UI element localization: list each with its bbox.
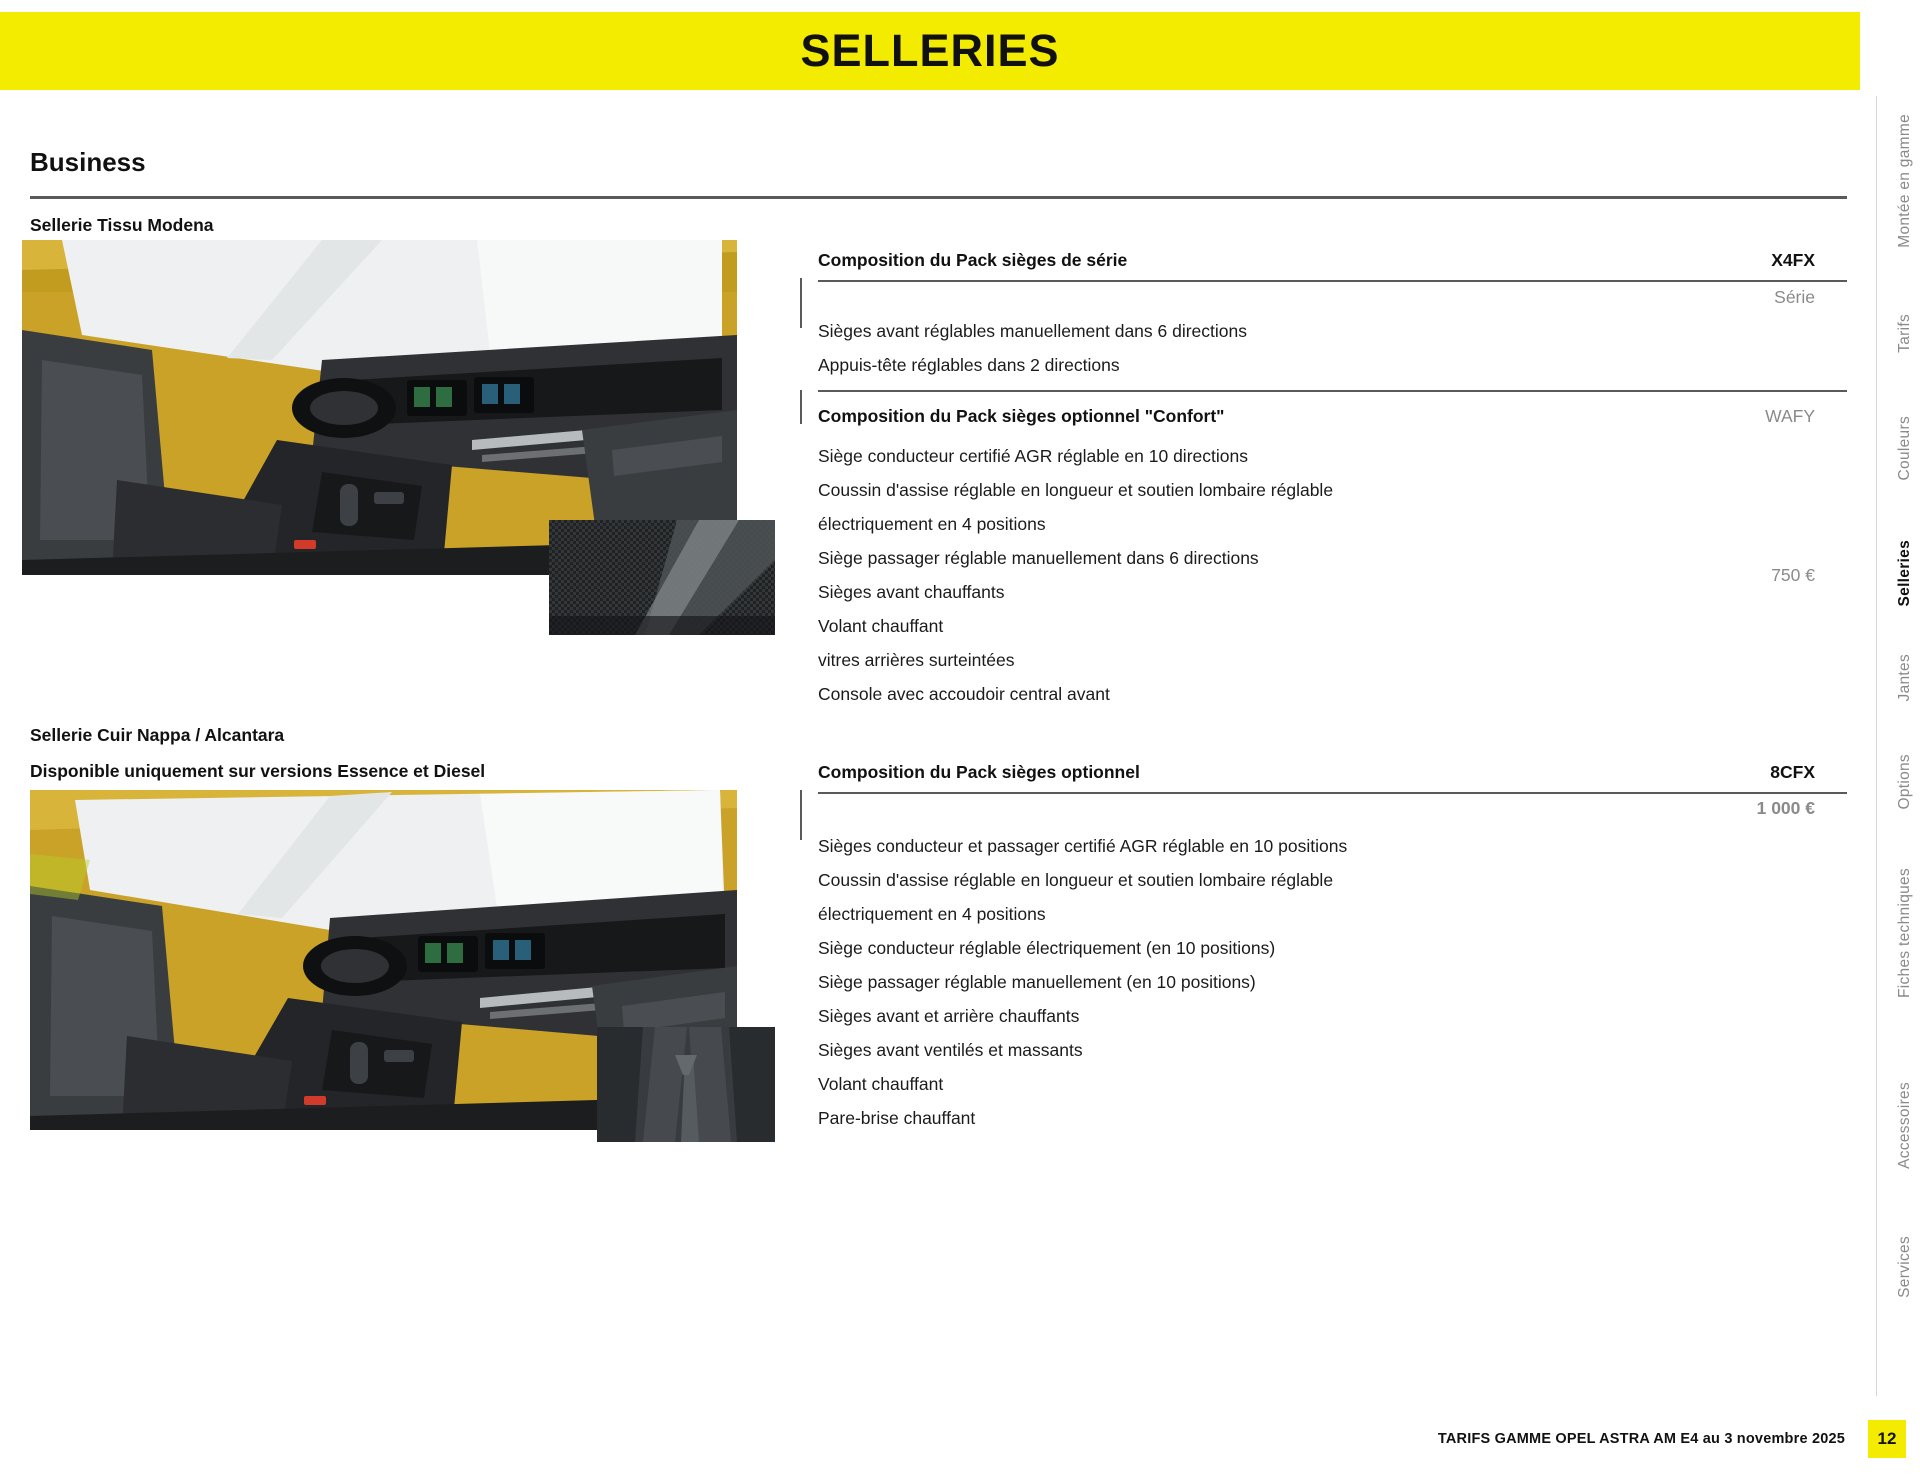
sidebar-item-selleries[interactable]: Selleries	[1896, 540, 1913, 607]
page-title: SELLERIES	[800, 25, 1060, 76]
pack-divider-8cfx	[818, 792, 1847, 794]
pack-price-x4fx: Série	[1774, 287, 1815, 307]
pack-code-wafy: WAFY	[1765, 406, 1815, 426]
section-title: Business	[30, 147, 146, 177]
sellerie-heading-1: Sellerie Tissu Modena	[30, 215, 214, 235]
feature-item: Volant chauffant	[818, 1074, 944, 1094]
feature-item: Siège conducteur certifié AGR réglable e…	[818, 446, 1248, 466]
sidebar-item-fiches-techniques[interactable]: Fiches techniques	[1896, 868, 1913, 999]
feature-item: Pare-brise chauffant	[818, 1108, 976, 1128]
footer-text: TARIFS GAMME OPEL ASTRA AM E4 au 3 novem…	[1437, 1431, 1845, 1447]
pack-title-wafy: Composition du Pack sièges optionnel "Co…	[818, 406, 1225, 426]
sidebar-item-options[interactable]: Options	[1896, 754, 1913, 810]
pack-marker-8cfx	[800, 790, 802, 840]
fabric-swatch-modena	[549, 520, 775, 635]
sidebar-item-montee-en-gamme[interactable]: Montée en gamme	[1896, 114, 1913, 248]
section-divider	[30, 196, 1847, 199]
pack-divider-x4fx	[818, 280, 1847, 282]
page-banner: SELLERIES	[0, 12, 1860, 90]
pack-divider-top-wafy	[818, 390, 1847, 392]
feature-item: Sièges avant réglables manuellement dans…	[818, 321, 1248, 341]
feature-item: Appuis-tête réglables dans 2 directions	[818, 355, 1120, 375]
feature-item: Siège passager réglable manuellement (en…	[818, 972, 1256, 992]
feature-item: Coussin d'assise réglable en longueur et…	[818, 870, 1334, 890]
feature-item: Sièges avant et arrière chauffants	[818, 1006, 1080, 1026]
feature-item: électriquement en 4 positions	[818, 904, 1046, 924]
feature-item: Siège passager réglable manuellement dan…	[818, 548, 1259, 568]
fabric-swatch-nappa	[597, 1027, 775, 1142]
feature-item: Volant chauffant	[818, 616, 944, 636]
feature-item: vitres arrières surteintées	[818, 650, 1015, 670]
pack-marker-wafy	[800, 390, 802, 424]
pack-price-wafy: 750 €	[1771, 565, 1815, 585]
sidebar-item-tarifs[interactable]: Tarifs	[1896, 314, 1913, 353]
feature-item: Sièges avant ventilés et massants	[818, 1040, 1083, 1060]
sellerie-note-2: Disponible uniquement sur versions Essen…	[30, 761, 486, 781]
sidebar-item-accessoires[interactable]: Accessoires	[1896, 1082, 1913, 1169]
feature-item: Sièges avant chauffants	[818, 582, 1005, 602]
feature-item: Siège conducteur réglable électriquement…	[818, 938, 1276, 958]
feature-item: Sièges conducteur et passager certifié A…	[818, 836, 1348, 856]
sidebar-item-jantes[interactable]: Jantes	[1896, 654, 1913, 702]
pack-title-8cfx: Composition du Pack sièges optionnel	[818, 762, 1140, 782]
pack-code-8cfx: 8CFX	[1770, 762, 1815, 782]
feature-item: Console avec accoudoir central avant	[818, 684, 1110, 704]
fabric-swatch-modena-image	[549, 520, 775, 635]
fabric-swatch-nappa-image	[597, 1027, 775, 1142]
pack-title-x4fx: Composition du Pack sièges de série	[818, 250, 1128, 270]
sellerie-heading-2: Sellerie Cuir Nappa / Alcantara	[30, 725, 285, 745]
sidebar-item-services[interactable]: Services	[1896, 1236, 1913, 1298]
side-navigation: Montée en gamme Tarifs Couleurs Sellerie…	[1876, 96, 1920, 1396]
page-number-badge: 12	[1868, 1420, 1906, 1458]
sidebar-item-couleurs[interactable]: Couleurs	[1896, 416, 1913, 481]
pack-code-x4fx: X4FX	[1771, 250, 1815, 270]
pack-marker-x4fx	[800, 278, 802, 328]
feature-item: Coussin d'assise réglable en longueur et…	[818, 480, 1334, 500]
pack-price-8cfx: 1 000 €	[1756, 798, 1815, 818]
feature-item: électriquement en 4 positions	[818, 514, 1046, 534]
